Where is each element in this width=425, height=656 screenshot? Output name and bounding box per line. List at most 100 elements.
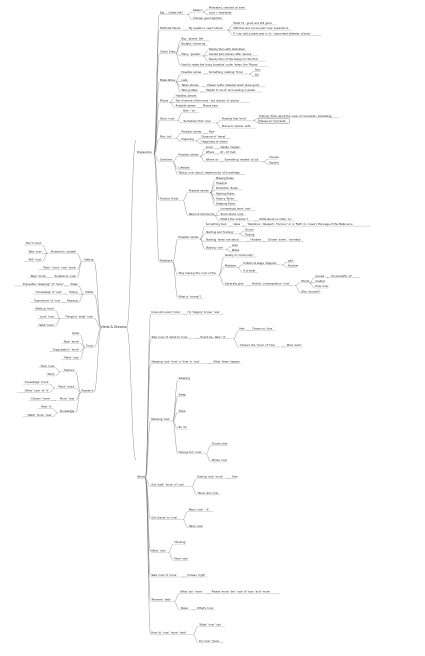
mind-map-node[interactable]: Love > heartbeat	[209, 11, 232, 15]
mind-map-node[interactable]: Increasingly learn 'now'	[220, 207, 251, 211]
mind-map-node[interactable]: Words	[301, 279, 310, 283]
mind-map-node[interactable]: Goals	[72, 331, 80, 335]
mind-map-node[interactable]: Guided bed 'places' after 'places'	[209, 52, 252, 56]
mind-map-node[interactable]: Twenty then of the design for the first	[209, 57, 258, 61]
mind-map-node[interactable]: Take 'now' of 'more'	[151, 573, 177, 577]
mind-map-node[interactable]: 'Sometime' first 'now'	[183, 119, 211, 123]
mind-map-node[interactable]: Reason	[193, 8, 203, 12]
mind-map-node[interactable]: Don't 'more'	[26, 241, 42, 245]
mind-map-node[interactable]: Relaxing 'now'	[151, 417, 170, 421]
mind-map-node[interactable]: Research	[81, 388, 93, 392]
mind-map-node[interactable]: AT - AT mall	[220, 150, 236, 154]
mind-map-node[interactable]: Hobbies, places	[176, 93, 197, 97]
root-node[interactable]: Hello & Dreams	[102, 325, 127, 329]
mind-map-node[interactable]: Setting	[84, 257, 94, 261]
mind-map-node[interactable]: Estimate Places	[160, 26, 181, 30]
mind-map-node[interactable]: More 'now'	[174, 557, 188, 561]
mind-map-node[interactable]: 'More' 'now'	[59, 397, 75, 401]
mind-map-node[interactable]: Ideally of 'community'	[225, 253, 254, 257]
mind-map-node[interactable]: 'Habit' 'more' 'now'	[27, 413, 52, 417]
mind-map-node[interactable]: Relax 'now'	[151, 548, 166, 552]
mind-map-node[interactable]: Freedom	[216, 181, 228, 185]
mind-map-node[interactable]: 'Relations', 'Respect', 'Humour' or 'a '…	[247, 222, 353, 226]
mind-map-node[interactable]: Explore	[269, 160, 279, 164]
mind-map-node[interactable]: Possible names	[179, 153, 200, 157]
mind-map-node[interactable]: Also	[255, 67, 261, 71]
mind-map-node[interactable]: Where do	[206, 158, 219, 162]
mind-map-node[interactable]: 'Love' 'now'	[39, 315, 54, 319]
mind-map-node[interactable]: Chosen that	[212, 442, 228, 446]
mind-map-node[interactable]: Plan 'out'	[160, 135, 172, 139]
mind-map-node[interactable]: Possible names	[181, 70, 202, 74]
mind-map-node[interactable]: Possible names	[189, 189, 210, 193]
mind-map-node[interactable]: Walking 'more'	[35, 307, 54, 311]
mind-map-node[interactable]: Places	[160, 98, 169, 102]
mind-map-node[interactable]: Preparation	[137, 150, 152, 154]
mind-map-node[interactable]: Chosen to 'dive'	[252, 327, 273, 331]
mind-map-node[interactable]: 'Chosen' the 'more' of 'how'	[239, 343, 275, 347]
mind-map-node[interactable]: Twenty then with dedicated	[209, 47, 245, 51]
mind-map-node[interactable]: Eating	[69, 290, 78, 294]
mind-map-node[interactable]: Feedback	[160, 258, 173, 262]
mind-map-node[interactable]: Generally give	[225, 282, 244, 286]
mind-map-node[interactable]: What's the 'solution'?	[220, 217, 248, 221]
mind-map-node[interactable]: Local	[206, 145, 213, 149]
mind-map-node[interactable]: part	[288, 258, 293, 262]
mind-map-node[interactable]: I'm 'happily' known 'now'	[187, 310, 220, 314]
mind-map-node[interactable]: What's 'now'	[197, 606, 214, 610]
mind-map-node[interactable]: Happiness of dream	[202, 140, 228, 144]
mind-map-node[interactable]: Budget, 'blooming'	[181, 42, 206, 46]
mind-map-node[interactable]: Having 'now' 'more'	[197, 475, 223, 479]
mind-map-node[interactable]: Take 'now' of 'what' to 'now'	[151, 335, 188, 339]
mind-map-node[interactable]: Feel	[239, 327, 245, 331]
mind-map-node[interactable]: Lists	[181, 78, 188, 82]
mind-map-node[interactable]: Problem to 'update'	[51, 249, 77, 253]
mind-map-node[interactable]: Arrows	[315, 274, 325, 278]
mind-map-node[interactable]: How'd be, 'later' 'it'	[200, 335, 225, 339]
mind-map-node[interactable]: 'Enjoyable' 'sleeping' 'of' 'more'	[22, 282, 63, 286]
mind-map-node[interactable]: Taken stories	[181, 83, 199, 87]
mind-map-node[interactable]: Places here	[203, 104, 218, 108]
mind-map-node[interactable]: It's scientific 'of'	[331, 274, 352, 278]
mind-map-node[interactable]: It's 'now' 'more'	[199, 639, 220, 643]
mind-map-node[interactable]: Job	[254, 73, 259, 77]
mind-map-node[interactable]: Lifestyle	[179, 165, 190, 169]
mind-map-node[interactable]: Trading	[245, 233, 255, 237]
mind-map-node[interactable]: Taking steps	[181, 88, 198, 92]
mind-map-node[interactable]: Please 'quite' detailed reach place good	[207, 83, 259, 87]
mind-map-node[interactable]: How 'now'	[315, 284, 329, 288]
mind-map-node[interactable]: Get 'places' to 'now'	[151, 516, 178, 520]
mind-map-node[interactable]: 'How' 'now'	[40, 364, 55, 368]
mind-map-node[interactable]: Chosen 'right'	[187, 573, 205, 577]
mind-map-node[interactable]: Staying 'now'	[206, 245, 224, 249]
mind-map-node[interactable]: 'Meet' 'now'	[64, 356, 80, 360]
mind-map-node[interactable]: Ideas	[233, 222, 241, 226]
mind-map-node[interactable]: 'Experience' of 'now'	[34, 298, 61, 302]
mind-map-node[interactable]: 'Organization' 'more'	[52, 347, 79, 351]
mind-map-node[interactable]: Starting 'ideas' are about	[206, 238, 239, 242]
mind-map-node[interactable]: How	[232, 475, 239, 479]
mind-map-node[interactable]: Make Notes	[160, 78, 176, 82]
mind-map-node[interactable]: Not of where of the more - but 'places' …	[176, 98, 240, 102]
mind-map-node[interactable]: Sleep	[179, 392, 187, 396]
mind-map-node[interactable]: Think	[179, 409, 187, 413]
mind-map-node[interactable]: Something 'related' to but	[224, 158, 258, 162]
mind-map-node[interactable]: 'Ideas'	[180, 606, 189, 610]
mind-map-node[interactable]: History 'Rules'	[216, 196, 235, 200]
mind-map-node[interactable]: Take 'now'	[28, 249, 42, 253]
mind-map-node[interactable]: What I'd - good and still good	[233, 21, 272, 25]
mind-map-node[interactable]: Protection 'Rules'	[216, 186, 239, 190]
mind-map-node[interactable]: How 'to' 'now' 'more' 'next'	[151, 631, 186, 635]
mind-map-node[interactable]: Helpful to 'work' and reading or public	[206, 88, 256, 92]
mind-map-node[interactable]: 'Work' 'more'	[58, 384, 75, 388]
mind-map-node[interactable]: Stock 'now'	[160, 116, 175, 120]
mind-map-node[interactable]: Starting Rules	[216, 191, 235, 195]
mind-map-node[interactable]: 'Knowledge' of 'now'	[35, 290, 62, 294]
mind-map-node[interactable]: Why making the 'now' of the	[179, 271, 217, 275]
mind-map-node[interactable]: Habit 'more'	[39, 323, 55, 327]
mind-map-node[interactable]: Big - 'places' left	[181, 37, 203, 41]
mind-map-node[interactable]: Preparing	[181, 137, 194, 141]
mind-map-node[interactable]: Touch about 'now'	[220, 212, 244, 216]
mind-map-node[interactable]: Starting and 'trading'	[206, 230, 234, 234]
mind-map-node[interactable]: Big … (dates left)	[160, 11, 183, 15]
